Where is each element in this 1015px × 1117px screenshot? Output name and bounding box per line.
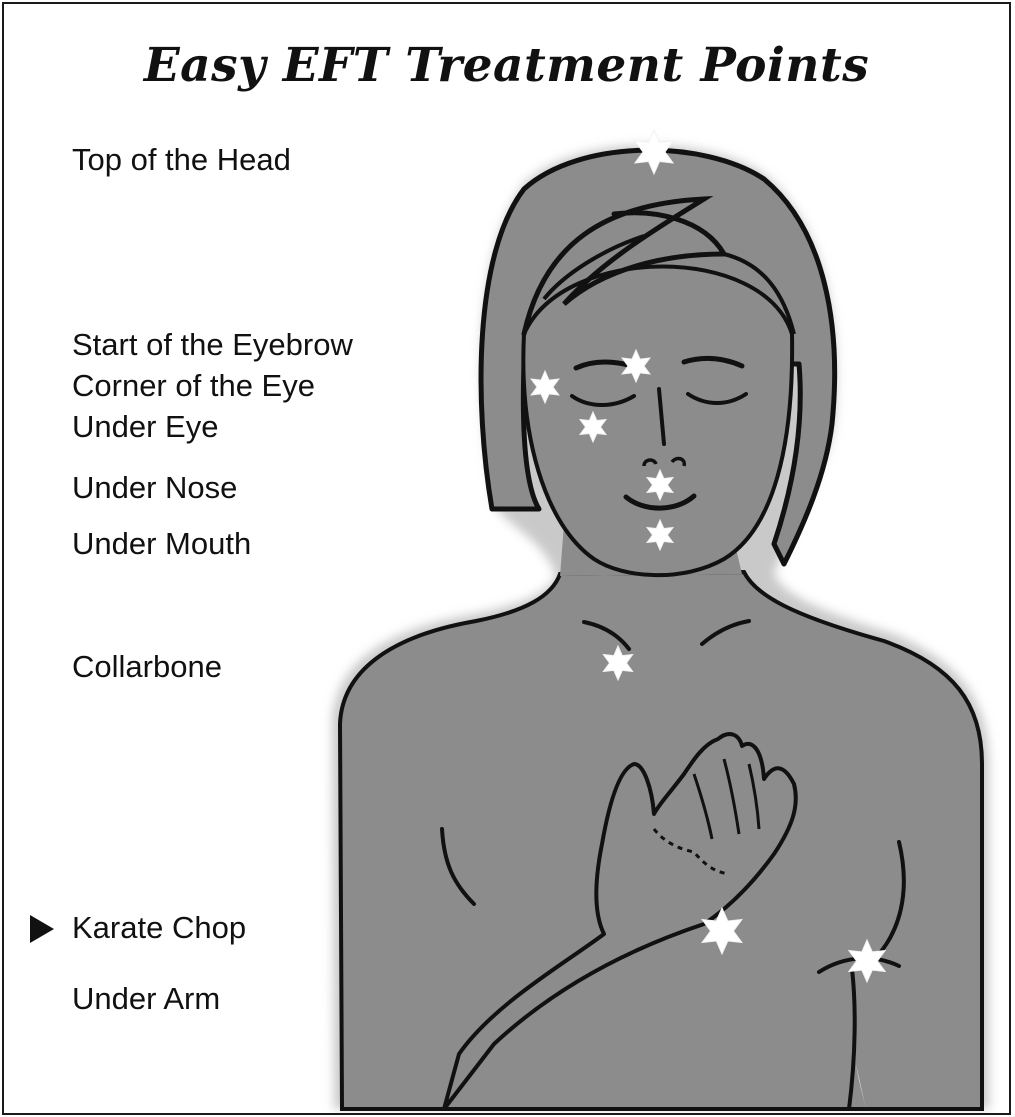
figure-illustration: [4, 4, 1011, 1115]
